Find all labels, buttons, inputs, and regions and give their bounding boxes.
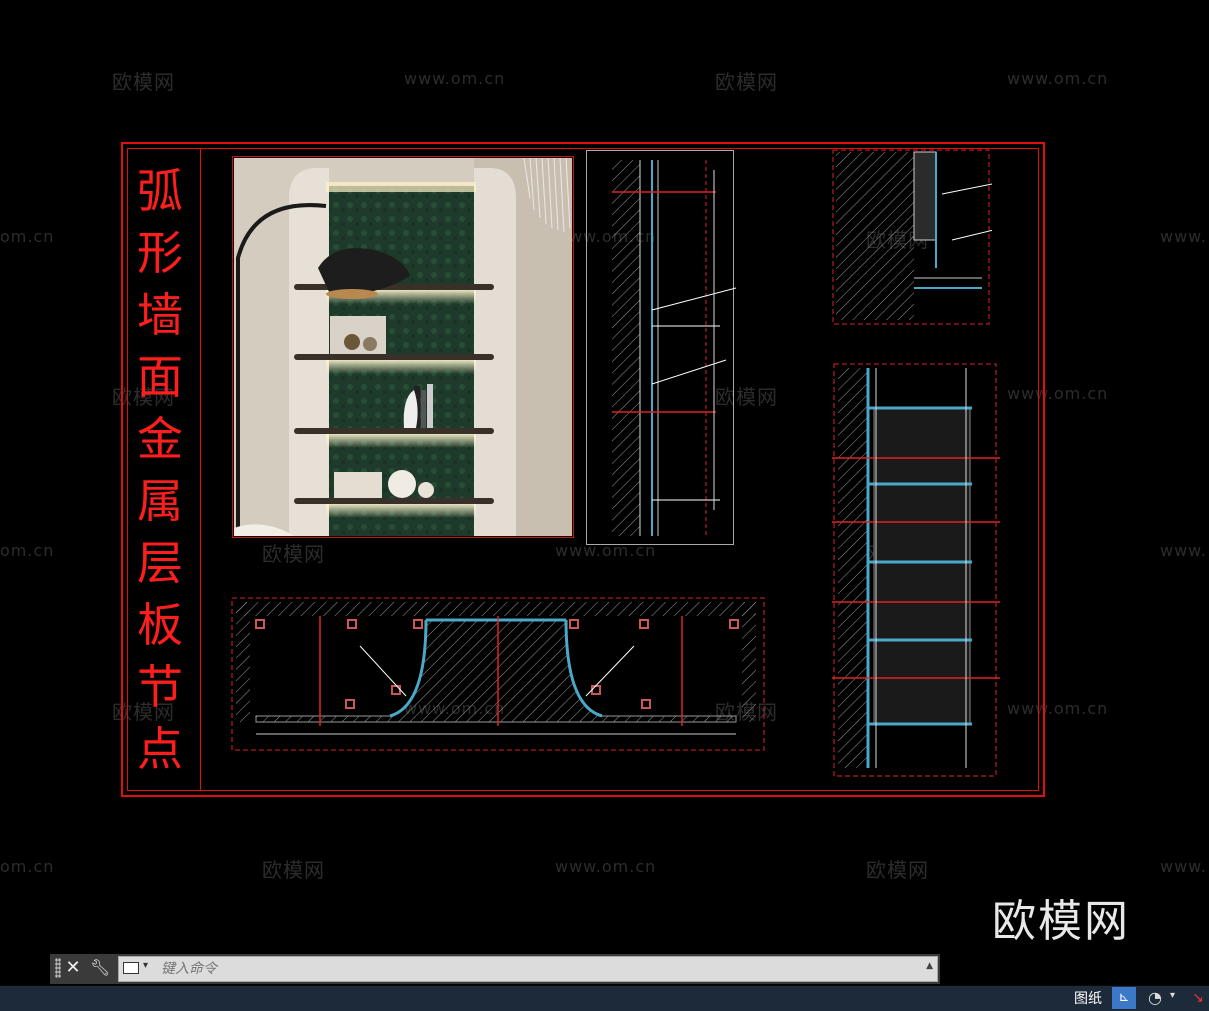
title-char: 墙: [137, 288, 183, 342]
title-char: 形: [137, 226, 183, 280]
chevron-down-icon[interactable]: ▾: [143, 960, 149, 971]
watermark-brand: 欧模网: [262, 858, 325, 882]
drawing-title: 弧 形 墙 面 金 属 层 板 节 点: [130, 160, 190, 780]
watermark-brand: 欧模网: [715, 70, 778, 94]
command-input[interactable]: [161, 958, 921, 980]
paper-space-toggle[interactable]: 图纸: [1074, 991, 1102, 1007]
command-input-box[interactable]: ▾ ▲: [118, 956, 938, 982]
object-snap-icon[interactable]: ↘: [1192, 990, 1204, 1006]
watermark-brand: 欧模网: [262, 542, 325, 566]
title-char: 面: [137, 350, 183, 404]
render-photo: [234, 158, 572, 536]
wrench-icon[interactable]: 🔧︎: [90, 958, 111, 977]
chevron-down-icon[interactable]: ▾: [1170, 990, 1176, 1001]
command-prompt-icon[interactable]: [123, 962, 139, 974]
command-line-grip-handle[interactable]: [55, 958, 61, 978]
sheet-border-inner: [127, 148, 1039, 791]
corner-brand-watermark: 欧模网: [992, 896, 1130, 947]
watermark-url: om.cn: [0, 857, 55, 876]
title-char: 弧: [137, 164, 183, 218]
close-icon[interactable]: ✕: [65, 957, 81, 978]
detail-section-top: [832, 149, 992, 325]
watermark-url: om.cn: [0, 541, 55, 560]
watermark-url: www.om.cn: [555, 541, 657, 560]
status-bar: [0, 985, 1209, 1011]
watermark-url: om.cn: [0, 227, 55, 246]
watermark-url: www.om.cn: [555, 857, 657, 876]
watermark-url: www.om.cn: [1007, 69, 1109, 88]
watermark-brand: 欧模网: [866, 858, 929, 882]
polar-tracking-icon[interactable]: ◔: [1148, 988, 1162, 1007]
elevation-drawing: [832, 363, 1000, 777]
title-char: 点: [137, 722, 183, 776]
watermark-url: www.: [1160, 227, 1207, 246]
plan-section-drawing: [231, 597, 765, 751]
watermark-url: www.om.cn: [1007, 384, 1109, 403]
sheet-border-outer: [121, 142, 1045, 797]
title-block-divider: [200, 148, 201, 791]
watermark-url: www.: [1160, 857, 1207, 876]
watermark-url: www.: [1160, 541, 1207, 560]
watermark-url: www.om.cn: [404, 69, 506, 88]
drawing-canvas[interactable]: 欧模网 www.om.cn 欧模网 www.om.cn om.cn 欧模网 ww…: [0, 0, 1209, 985]
title-char: 层: [137, 536, 183, 590]
title-char: 板: [137, 598, 183, 652]
title-char: 节: [137, 660, 183, 714]
watermark-brand: 欧模网: [715, 385, 778, 409]
photo-frame: [232, 156, 574, 538]
snap-mode-icon[interactable]: ⊾: [1112, 987, 1136, 1009]
title-char: 属: [137, 474, 183, 528]
chevron-up-icon[interactable]: ▲: [926, 961, 933, 971]
wall-section-drawing: [586, 150, 736, 545]
watermark-url: www.om.cn: [1007, 699, 1109, 718]
shelf-render-image: [234, 158, 572, 536]
watermark-brand: 欧模网: [112, 70, 175, 94]
title-char: 金: [137, 412, 183, 466]
